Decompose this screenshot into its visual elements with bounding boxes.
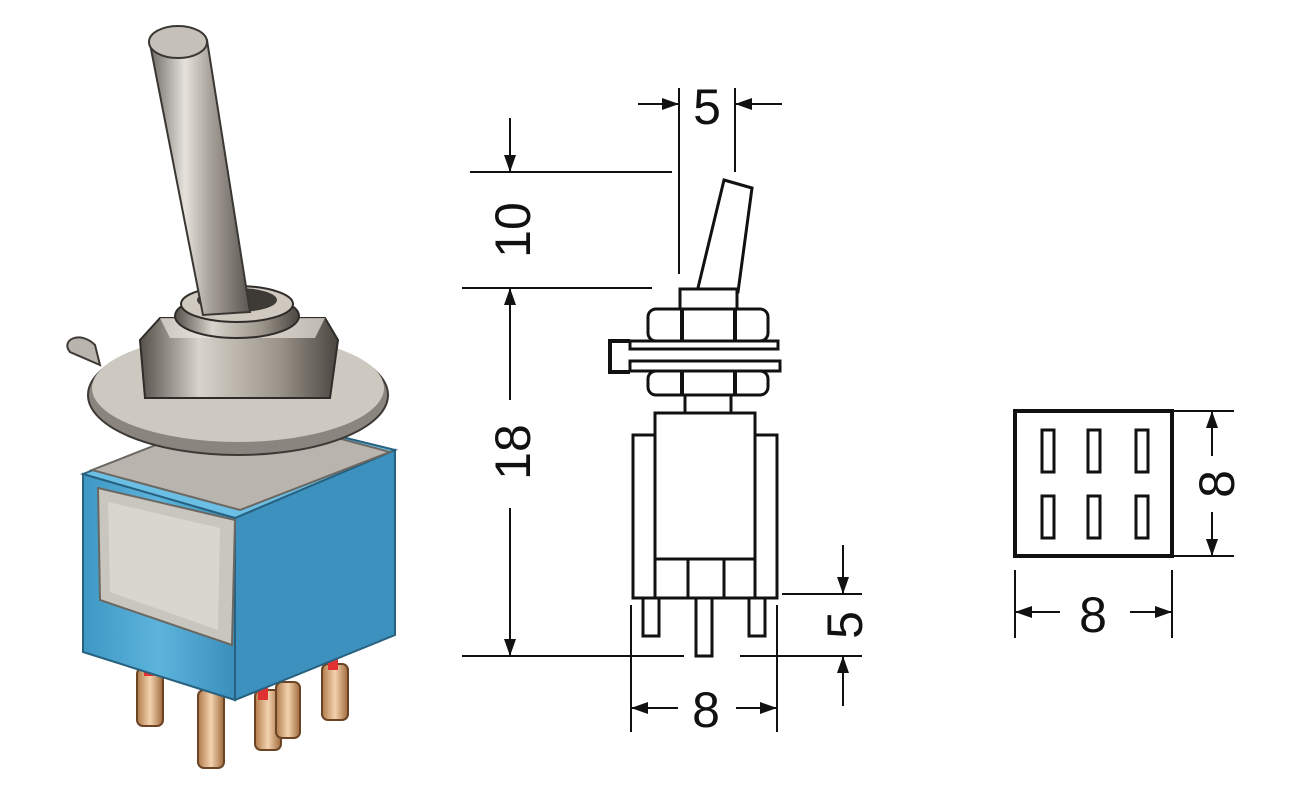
dim-pin-length: 5 (740, 545, 873, 706)
footprint-outline (1013, 409, 1174, 558)
footprint-pin (1086, 494, 1102, 540)
pin-outline (641, 596, 661, 638)
dim-side-width: 8 (630, 605, 778, 738)
switch-pins (136, 654, 349, 769)
switch-lever (148, 25, 252, 317)
side-view-drawing (608, 178, 782, 658)
lever-outline (695, 178, 754, 294)
dim-label-8-footprint-width: 8 (1079, 587, 1107, 643)
dim-lever-width: 5 (638, 79, 782, 274)
footprint-pin (1086, 428, 1102, 474)
dim-label-5-pin: 5 (817, 611, 873, 639)
dim-label-8-side: 8 (692, 682, 720, 738)
dim-label-5-top: 5 (693, 79, 721, 135)
dim-footprint-width: 8 (1014, 570, 1173, 643)
dim-footprint-height: 8 (1172, 410, 1245, 557)
footprint-pin (1040, 428, 1056, 474)
footprint-pin (1134, 428, 1150, 474)
pin-outline (694, 596, 714, 658)
dim-body-height: 18 (462, 288, 684, 657)
nut-outline (646, 307, 770, 343)
dim-lever-height: 10 (462, 118, 672, 289)
dim-label-8-footprint-height: 8 (1189, 470, 1245, 498)
footprint-pin (1040, 494, 1056, 540)
dim-label-18: 18 (485, 424, 541, 480)
dim-label-10: 10 (485, 202, 541, 258)
bushing-outline (678, 287, 739, 311)
footprint-drawing (1013, 409, 1174, 558)
pin-outline (747, 596, 767, 638)
footprint-pin (1134, 494, 1150, 540)
switch-photo (66, 25, 399, 769)
body-outline (653, 411, 757, 561)
